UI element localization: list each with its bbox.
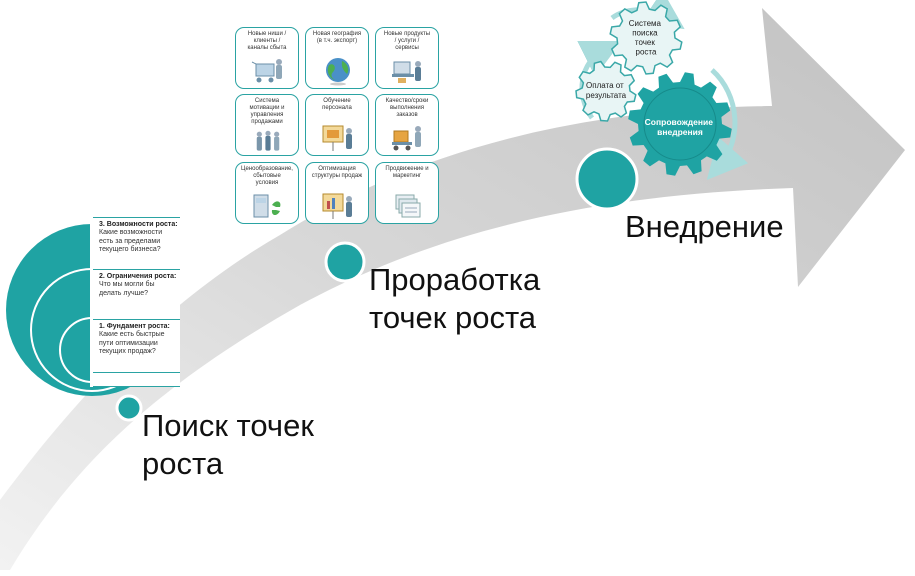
- growth-point-label: Система мотивации и управления продажами: [249, 98, 285, 125]
- cycle-arrow-right: [706, 68, 749, 181]
- stage-label-line: Проработка: [369, 262, 541, 297]
- team-icon: [256, 130, 280, 151]
- growth-point-label: Обучение персонала: [322, 98, 352, 111]
- chart-board-icon: [322, 193, 352, 219]
- stage-label-search: Поиск точек роста: [142, 407, 314, 483]
- growth-question-3-title: 3. Возможности роста:: [99, 221, 178, 228]
- growth-point-tile: Ценообразование, сбытовые условия: [235, 162, 299, 224]
- delivery-icon: [392, 126, 421, 151]
- presentation-icon: [322, 125, 352, 151]
- growth-point-label: Качество/сроки выполнения заказов: [385, 98, 429, 118]
- growth-point-tile: Новые ниши / клиенты / каналы сбыта: [235, 27, 299, 89]
- growth-question-2-title: 2. Ограничения роста:: [99, 273, 177, 280]
- growth-point-label: Ценообразование, сбытовые условия: [241, 166, 293, 186]
- growth-point-label: Новые продукты / услуги / сервисы: [383, 31, 431, 51]
- stage-label-line: Внедрение: [625, 209, 784, 244]
- growth-question-1: 1. Фундамент роста: Какие есть быстрые п…: [93, 319, 180, 387]
- growth-point-tile: Новые продукты / услуги / сервисы: [375, 27, 439, 89]
- gear-system-line-4: роста: [636, 48, 657, 57]
- gear-system: Система поиска точек роста: [609, 1, 683, 75]
- stage-label-elaboration: Проработка точек роста: [369, 261, 540, 337]
- growth-point-label: Оптимизация структуры продаж: [311, 166, 363, 179]
- growth-question-2: 2. Ограничения роста: Что мы могли бы де…: [93, 269, 180, 319]
- product-icon: [392, 61, 421, 83]
- cabinet-icon: [253, 194, 281, 218]
- stage-label-line: роста: [142, 446, 224, 481]
- svg-text:Сопровождение внедрени: Сопровождение внедрения: [645, 117, 716, 137]
- stage-label-line: Поиск точек: [142, 408, 314, 443]
- svg-text:Оплата от результата: Оплата от результата: [586, 81, 627, 100]
- growth-point-label: Новая география (в т.ч. экспорт): [312, 31, 362, 44]
- svg-text:Система поиска: Система поиска точек роста: [629, 19, 663, 57]
- gear-system-line-2: поиска: [632, 29, 658, 38]
- growth-question-1-text: Какие есть быстрые пути оптимизации теку…: [99, 331, 165, 356]
- growth-point-tile: Качество/сроки выполнения заказов: [375, 94, 439, 156]
- shopping-cart-icon: [251, 59, 282, 83]
- growth-point-tile: Система мотивации и управления продажами: [235, 94, 299, 156]
- gear-support: Сопровождение внедрения: [628, 72, 732, 176]
- gear-results-line-1: Оплата от: [586, 81, 624, 90]
- stage-marker-search: [115, 394, 143, 422]
- stage-marker-implementation: [575, 147, 639, 211]
- growth-question-1-title: 1. Фундамент роста:: [99, 323, 170, 330]
- growth-question-2-text: Что мы могли бы делать лучше?: [99, 281, 155, 297]
- stage-label-line: точек роста: [369, 300, 537, 335]
- growth-point-tile: Обучение персонала: [305, 94, 369, 156]
- growth-point-tile: Продвижение и маркетинг: [375, 162, 439, 224]
- growth-question-3-text: Какие возможности есть за пределами теку…: [99, 229, 163, 254]
- growth-point-tile: Оптимизация структуры продаж: [305, 162, 369, 224]
- gear-system-line-3: точек: [635, 38, 655, 47]
- growth-point-label: Продвижение и маркетинг: [385, 166, 429, 179]
- growth-point-tile: Новая география (в т.ч. экспорт): [305, 27, 369, 89]
- gear-results: Оплата от результата: [575, 60, 637, 122]
- documents-icon: [395, 194, 421, 218]
- gear-support-line-1: Сопровождение: [645, 117, 714, 127]
- gear-results-line-2: результата: [586, 91, 627, 100]
- question-divider: [93, 372, 180, 373]
- globe-icon: [326, 58, 350, 86]
- gear-system-line-1: Система: [629, 19, 662, 28]
- gear-support-line-2: внедрения: [657, 127, 703, 137]
- stage-marker-elaboration: [324, 241, 366, 283]
- growth-point-label: Новые ниши / клиенты / каналы сбыта: [247, 31, 287, 51]
- growth-question-3: 3. Возможности роста: Какие возможности …: [93, 217, 180, 269]
- stage-label-implementation: Внедрение: [625, 208, 784, 246]
- ring-divider: [90, 217, 94, 387]
